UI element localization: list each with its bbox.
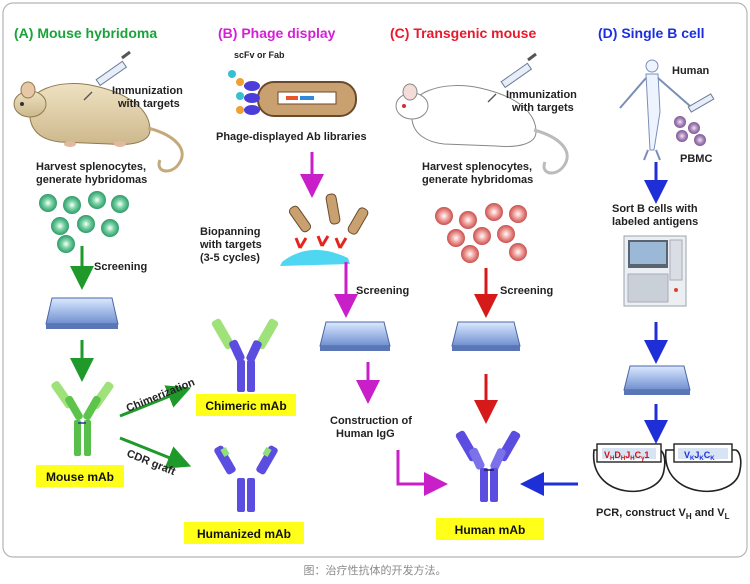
panel-a-immunization-1: Immunization: [112, 85, 183, 97]
biopanning-1: Biopanning: [200, 226, 261, 238]
chimeric-mab-label: Chimeric mAb: [205, 399, 286, 413]
panel-c-screening: Screening: [500, 285, 553, 297]
svg-text:Sort B cells with labeled: Sort B cells with labeled antigens: [612, 203, 701, 228]
svg-text:Immunization with targets: Immunization with targets: [506, 89, 580, 114]
sort-2: labeled antigens: [612, 216, 698, 228]
human-label: Human: [672, 65, 710, 77]
plate-d-icon: [623, 365, 691, 395]
svg-text:Immunization with targets: Immunization with targets: [112, 85, 186, 110]
panel-a-screening: Screening: [94, 261, 147, 273]
panel-c-title: (C) Transgenic mouse: [390, 25, 536, 41]
svg-text:Biopanning with targets: Biopanning with targets (3-5 cycles): [199, 226, 265, 264]
light-chain-genes: VKJKCK: [684, 450, 715, 462]
mouse-a-icon: [13, 81, 184, 173]
heavy-chain-plasmid: [593, 443, 666, 493]
plate-a-icon: [45, 297, 119, 329]
svg-text:Harvest splenocytes, gener: Harvest splenocytes, generate hybridomas: [422, 161, 535, 186]
scfv-label: scFv or Fab: [234, 50, 285, 60]
panel-c-immunization-2: with targets: [511, 102, 574, 114]
mouse-antibody-icon: [51, 381, 114, 456]
phage-libraries-label: Phage-displayed Ab libraries: [216, 131, 367, 143]
panel-c-harvest-1: Harvest splenocytes,: [422, 161, 532, 173]
humanized-antibody-icon: [214, 445, 278, 512]
panel-c-immunization-1: Immunization: [506, 89, 577, 101]
panel-c-harvest-2: generate hybridomas: [422, 174, 533, 186]
figure-frame: [2, 2, 748, 558]
panel-a-immunization-2: with targets: [117, 98, 180, 110]
panel-b-screening: Screening: [356, 285, 409, 297]
hybridoma-cells-red: [435, 203, 527, 263]
pbmc-cells: [674, 116, 706, 146]
mouse-c-icon: [395, 83, 569, 175]
hybridoma-cells-green: [39, 191, 129, 253]
construction-1: Construction of: [330, 415, 412, 427]
plate-c-icon: [451, 321, 521, 351]
antibody-methods-diagram: (A) Mouse hybridoma (B) Phage display (C…: [2, 2, 748, 558]
syringe-a-icon: [83, 50, 131, 101]
panel-b-title: (B) Phage display: [218, 25, 336, 41]
sort-1: Sort B cells with: [612, 203, 698, 215]
syringe-d-icon: [687, 93, 715, 113]
svg-text:Harvest splenocytes, gener: Harvest splenocytes, generate hybridomas: [36, 161, 149, 186]
figure-caption: 图：治疗性抗体的开发方法。: [303, 564, 447, 577]
mouse-mab-box: [36, 465, 124, 487]
pcr-construct-label: PCR, construct VH and VL: [596, 507, 730, 521]
heavy-chain-genes: VHDHJHCγ1: [604, 450, 649, 462]
panel-a-title: (A) Mouse hybridoma: [14, 25, 157, 41]
humanized-mab-label: Humanized mAb: [197, 527, 291, 541]
humanized-mab-box: [184, 522, 304, 544]
cell-sorter-icon: [623, 235, 687, 307]
arrow-chimerization: [119, 385, 192, 418]
construction-2: Human IgG: [336, 428, 395, 440]
chimeric-antibody-icon: [211, 318, 279, 392]
arrow-cdr-graft: [119, 436, 192, 469]
human-antibody-icon: [455, 430, 521, 502]
svg-text:Construction of Human IgG: Construction of Human IgG: [330, 415, 415, 440]
biopanning-3: (3-5 cycles): [200, 252, 260, 264]
human-mab-label: Human mAb: [455, 523, 526, 537]
panel-a-harvest-2: generate hybridomas: [36, 174, 147, 186]
biopanning-2: with targets: [199, 239, 262, 251]
mouse-mab-label: Mouse mAb: [46, 470, 114, 484]
panel-a-harvest-1: Harvest splenocytes,: [36, 161, 146, 173]
light-chain-plasmid: [665, 443, 742, 493]
panel-d-title: (D) Single B cell: [598, 25, 705, 41]
pbmc-label: PBMC: [680, 153, 712, 165]
plate-b-icon: [319, 321, 391, 351]
biopanning-icon: [280, 193, 369, 266]
arrow-b-4: [396, 450, 448, 496]
human-figure-icon: [619, 59, 691, 161]
human-mab-box: [436, 518, 544, 540]
phage-icon: [228, 70, 357, 117]
syringe-c-icon: [487, 52, 537, 103]
chimeric-mab-box: [196, 394, 296, 416]
